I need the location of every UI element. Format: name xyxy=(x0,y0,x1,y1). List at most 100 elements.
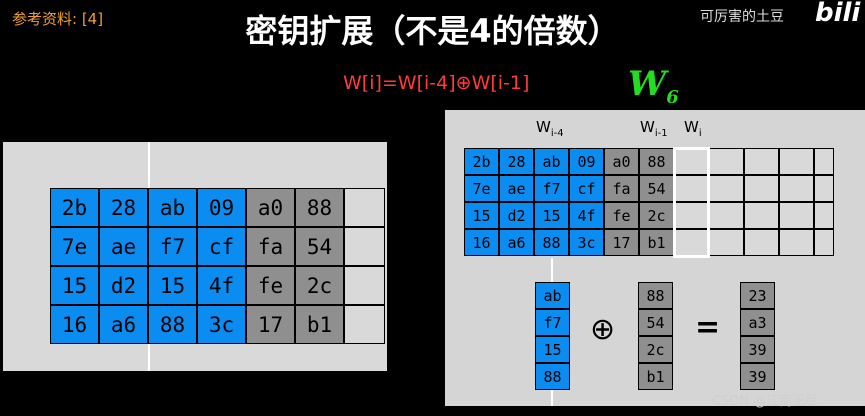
handwritten-annotation: W6 xyxy=(628,64,679,108)
key-byte-cell: 15 xyxy=(50,266,99,305)
key-byte-cell: cf xyxy=(197,227,246,266)
key-byte-cell: ab xyxy=(534,148,569,175)
key-byte-cell: 2b xyxy=(464,148,499,175)
key-byte-cell: 3c xyxy=(197,305,246,344)
label-w-i: Wi xyxy=(684,118,702,139)
key-byte-cell: 2c xyxy=(639,202,674,229)
empty-cell xyxy=(814,229,834,256)
uploader-watermark: 可厉害的土豆 xyxy=(700,9,784,25)
result-cell: 39 xyxy=(740,363,775,390)
operand-a-cell: f7 xyxy=(535,309,570,336)
key-byte-cell: fa xyxy=(246,227,295,266)
operand-a-cell: 88 xyxy=(535,363,570,390)
operand-b-cell: 54 xyxy=(638,309,673,336)
operand-b-cell: 88 xyxy=(638,282,673,309)
empty-cell xyxy=(814,148,834,175)
empty-cell xyxy=(744,229,779,256)
key-byte-cell: 3c xyxy=(569,229,604,256)
key-byte-cell: 4f xyxy=(569,202,604,229)
key-byte-cell: fe xyxy=(604,202,639,229)
key-byte-cell: 7e xyxy=(464,175,499,202)
key-byte-cell: 2b xyxy=(50,188,99,227)
empty-cell xyxy=(344,227,385,266)
empty-cell xyxy=(779,148,814,175)
key-byte-cell: 17 xyxy=(246,305,295,344)
result-cell: a3 xyxy=(740,309,775,336)
empty-cell xyxy=(709,148,744,175)
key-byte-cell: fe xyxy=(246,266,295,305)
xor-symbol: ⊕ xyxy=(590,312,616,347)
empty-cell xyxy=(709,202,744,229)
key-byte-cell: 54 xyxy=(639,175,674,202)
key-byte-cell: 28 xyxy=(99,188,148,227)
label-w-i-4: Wi-4 xyxy=(536,118,564,139)
key-byte-cell: cf xyxy=(569,175,604,202)
key-byte-cell: 17 xyxy=(604,229,639,256)
key-byte-cell: b1 xyxy=(639,229,674,256)
key-byte-cell: 15 xyxy=(148,266,197,305)
key-byte-cell: 88 xyxy=(295,188,344,227)
empty-cell xyxy=(709,229,744,256)
empty-cell xyxy=(744,202,779,229)
key-byte-cell: ae xyxy=(99,227,148,266)
key-byte-cell: a6 xyxy=(99,305,148,344)
operand-b-cell: b1 xyxy=(638,363,673,390)
current-word-highlight xyxy=(673,147,710,258)
reference-label: 参考资料: [4] xyxy=(12,10,104,28)
key-byte-cell: 09 xyxy=(197,188,246,227)
result-cell: 23 xyxy=(740,282,775,309)
key-byte-cell: 88 xyxy=(639,148,674,175)
empty-cell xyxy=(744,175,779,202)
csdn-credit: CSDN @江南无尽 xyxy=(712,394,819,409)
key-byte-cell: f7 xyxy=(148,227,197,266)
empty-cell xyxy=(344,305,385,344)
key-byte-cell: a0 xyxy=(604,148,639,175)
key-byte-cell: 7e xyxy=(50,227,99,266)
key-byte-cell: 88 xyxy=(148,305,197,344)
empty-cell xyxy=(709,175,744,202)
key-byte-cell: d2 xyxy=(499,202,534,229)
key-byte-cell: b1 xyxy=(295,305,344,344)
key-byte-cell: 16 xyxy=(464,229,499,256)
key-byte-cell: 88 xyxy=(534,229,569,256)
left-grid-edge xyxy=(387,188,397,190)
empty-cell xyxy=(779,175,814,202)
empty-cell xyxy=(779,202,814,229)
empty-cell xyxy=(744,148,779,175)
key-byte-cell: ab xyxy=(148,188,197,227)
slide-title: 密钥扩展（不是4的倍数） xyxy=(245,12,620,50)
empty-cell xyxy=(344,188,385,227)
formula: W[i]=W[i-4]⊕W[i-1] xyxy=(343,72,530,94)
empty-cell xyxy=(674,229,709,256)
key-byte-cell: fa xyxy=(604,175,639,202)
empty-cell xyxy=(814,202,834,229)
key-byte-cell: 16 xyxy=(50,305,99,344)
key-byte-cell: a6 xyxy=(499,229,534,256)
key-byte-cell: 15 xyxy=(464,202,499,229)
key-byte-cell: a0 xyxy=(246,188,295,227)
key-byte-cell: 54 xyxy=(295,227,344,266)
empty-cell xyxy=(779,229,814,256)
empty-cell xyxy=(814,175,834,202)
key-byte-cell: 28 xyxy=(499,148,534,175)
operand-a-cell: 15 xyxy=(535,336,570,363)
key-byte-cell: 09 xyxy=(569,148,604,175)
key-byte-cell: ae xyxy=(499,175,534,202)
key-byte-cell: d2 xyxy=(99,266,148,305)
key-byte-cell: 2c xyxy=(295,266,344,305)
operand-a-cell: ab xyxy=(535,282,570,309)
equals-symbol: = xyxy=(695,310,721,345)
empty-cell xyxy=(344,266,385,305)
operand-b-cell: 2c xyxy=(638,336,673,363)
empty-cell xyxy=(674,148,709,175)
key-byte-cell: 15 xyxy=(534,202,569,229)
key-byte-cell: f7 xyxy=(534,175,569,202)
result-cell: 39 xyxy=(740,336,775,363)
bilibili-logo: bili xyxy=(815,0,861,28)
key-byte-cell: 4f xyxy=(197,266,246,305)
